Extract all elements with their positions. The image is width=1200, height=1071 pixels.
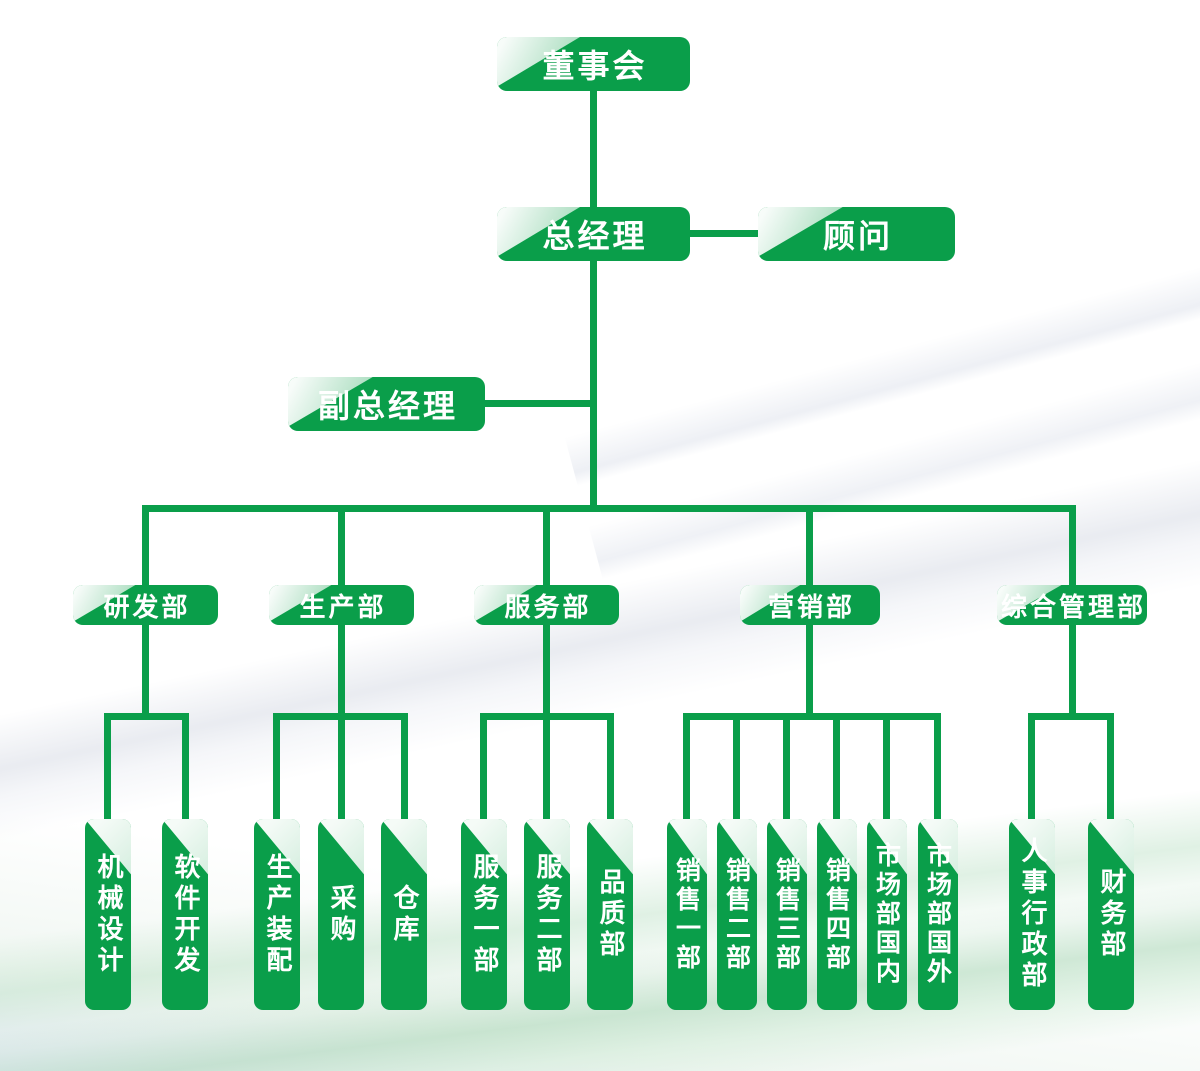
connector-line (590, 261, 597, 508)
node-label: 软件开发 (170, 852, 200, 977)
connector-line (104, 713, 189, 720)
node-quality-dept: 品质部 (587, 819, 633, 1010)
node-rnd-dept: 研发部 (73, 585, 218, 625)
connector-line (543, 505, 550, 585)
node-production-assembly: 生产装配 (254, 819, 300, 1010)
node-market-dept-overseas: 市场部国外 (918, 819, 958, 1010)
node-board-of-directors: 董事会 (497, 37, 690, 91)
node-label: 销售二部 (722, 856, 752, 973)
node-service-dept-1: 服务一部 (461, 819, 507, 1010)
connector-line (104, 713, 111, 825)
node-advisor: 顾问 (758, 207, 955, 261)
node-label: 服务一部 (469, 852, 499, 977)
background-swoosh-middle (0, 375, 1200, 895)
connector-line (934, 713, 941, 825)
node-label: 财务部 (1096, 868, 1126, 961)
connector-line (783, 713, 790, 825)
node-market-dept-domestic: 市场部国内 (867, 819, 907, 1010)
node-label: 服务二部 (532, 852, 562, 977)
connector-line (833, 713, 840, 825)
connector-line (1069, 625, 1076, 720)
node-label: 董事会 (542, 47, 648, 85)
connector-line (401, 713, 408, 825)
connector-line (485, 400, 595, 407)
node-sales-dept-4: 销售四部 (817, 819, 857, 1010)
connector-line (806, 625, 813, 720)
node-label: 市场部国外 (923, 842, 953, 987)
node-general-admin-dept: 综合管理部 (997, 585, 1147, 625)
connector-line (182, 713, 189, 825)
node-label: 综合管理部 (1000, 592, 1146, 623)
node-label: 副总经理 (317, 387, 458, 425)
node-mechanical-design: 机械设计 (85, 819, 131, 1010)
node-label: 服务部 (504, 592, 592, 623)
connector-line (806, 505, 813, 585)
node-hr-admin-dept: 人事行政部 (1009, 819, 1055, 1010)
node-deputy-general-manager: 副总经理 (288, 377, 485, 431)
connector-line (338, 625, 345, 720)
connector-line (683, 713, 941, 720)
node-sales-dept-2: 销售二部 (717, 819, 757, 1010)
connector-line (1028, 713, 1114, 720)
node-label: 销售一部 (672, 856, 702, 973)
node-label: 研发部 (103, 592, 191, 623)
connector-line (1028, 713, 1035, 825)
connector-line (338, 713, 345, 825)
node-general-manager: 总经理 (497, 207, 690, 261)
connector-line (338, 505, 345, 585)
connector-line (142, 505, 149, 585)
node-label: 生产装配 (262, 852, 292, 977)
node-production-dept: 生产部 (269, 585, 414, 625)
connector-line (590, 91, 597, 207)
connector-line (690, 230, 758, 237)
node-marketing-dept: 营销部 (740, 585, 880, 625)
connector-line (480, 713, 487, 825)
node-label: 人事行政部 (1017, 837, 1047, 992)
connector-line (142, 625, 149, 720)
node-label: 生产部 (299, 592, 387, 623)
node-finance-dept: 财务部 (1088, 819, 1134, 1010)
connector-line (1069, 505, 1076, 585)
node-label: 品质部 (595, 868, 625, 961)
node-service-dept-2: 服务二部 (524, 819, 570, 1010)
connector-line (733, 713, 740, 825)
node-label: 机械设计 (93, 852, 123, 977)
node-label: 总经理 (542, 217, 648, 255)
node-label: 顾问 (822, 217, 893, 255)
node-label: 仓库 (389, 883, 419, 946)
connector-line (543, 625, 550, 720)
node-warehouse: 仓库 (381, 819, 427, 1010)
node-label: 销售三部 (772, 856, 802, 973)
node-service-dept: 服务部 (474, 585, 619, 625)
node-procurement: 采购 (318, 819, 364, 1010)
connector-line (883, 713, 890, 825)
node-label: 销售四部 (822, 856, 852, 973)
node-label: 市场部国内 (872, 842, 902, 987)
node-label: 营销部 (767, 592, 855, 623)
node-label: 采购 (326, 883, 356, 946)
connector-line (1107, 713, 1114, 825)
connector-line (683, 713, 690, 825)
node-sales-dept-3: 销售三部 (767, 819, 807, 1010)
connector-line (273, 713, 280, 825)
background-swoosh-upper (546, 117, 1200, 593)
node-sales-dept-1: 销售一部 (667, 819, 707, 1010)
connector-line (543, 713, 550, 825)
node-software-development: 软件开发 (162, 819, 208, 1010)
connector-line (142, 505, 1076, 512)
connector-line (607, 713, 614, 825)
